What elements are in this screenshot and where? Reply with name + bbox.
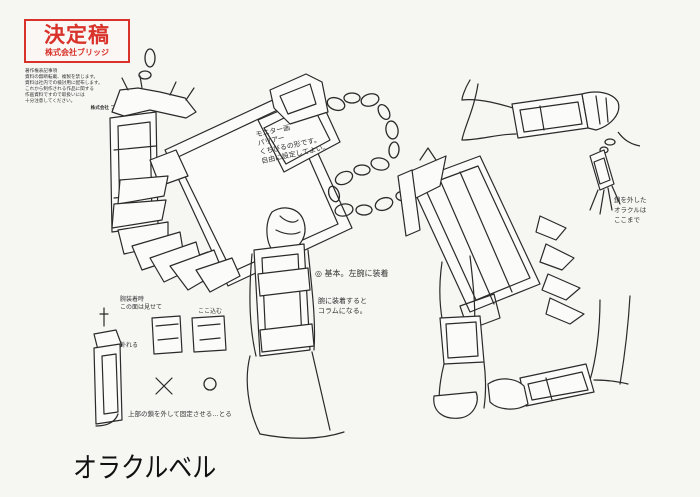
copyright-notice: 著作権表記事項 資料の無断転載、複製を禁じます。 資料は社内での検討用に配布しま… [25, 69, 143, 112]
small-hanging-bracelet [589, 131, 641, 215]
basic-left-arm-note: ◎ 基本。左腕に装着 [315, 269, 389, 278]
arm-top-right [461, 79, 620, 141]
notice-heading: 著作権表記事項 [25, 69, 58, 74]
hardware-label-note: 外れる [120, 342, 139, 349]
back-label-note: ここ込む [198, 308, 223, 315]
item-title: オラクルベル [73, 451, 217, 485]
large-bracelet-diagonal [111, 73, 353, 293]
crest-label-note: 腕装着時 この面は見せて [120, 296, 163, 311]
notice-line: 作画資料ですので取扱いには [25, 93, 85, 99]
notice-line: 資料は社内での検討用に配布します。 [25, 81, 103, 87]
final-draft-stamp: 決定稿 株式会社ブリッジ [24, 19, 130, 63]
notice-line: これから制作される作品に関する [25, 87, 94, 93]
notice-company: 株式会社 ブリッジ [90, 105, 129, 111]
wrist-attach-note: 腕に装着すると コラムになる。 [318, 297, 367, 315]
large-cylinder-bracelet [397, 147, 585, 331]
notice-line: 十分注意してください。 [25, 99, 76, 105]
chain-detail-note: 鎖を外した オラクルは ここまで [614, 196, 647, 224]
stamp-title: 決定稿 [44, 23, 110, 47]
raised-arm-center [246, 207, 345, 439]
stamp-company: 株式会社ブリッジ [45, 48, 109, 57]
fix-note: 上部の鎖を外して固定させる…とる [128, 410, 232, 418]
notice-line: 資料の無断転載、複製を禁じます。 [25, 75, 99, 81]
arm-bottom-right [433, 255, 487, 419]
detail-hardware-lower-left [93, 307, 227, 427]
connecting-chain [326, 92, 413, 217]
arm-bottom-far-right [487, 295, 631, 410]
